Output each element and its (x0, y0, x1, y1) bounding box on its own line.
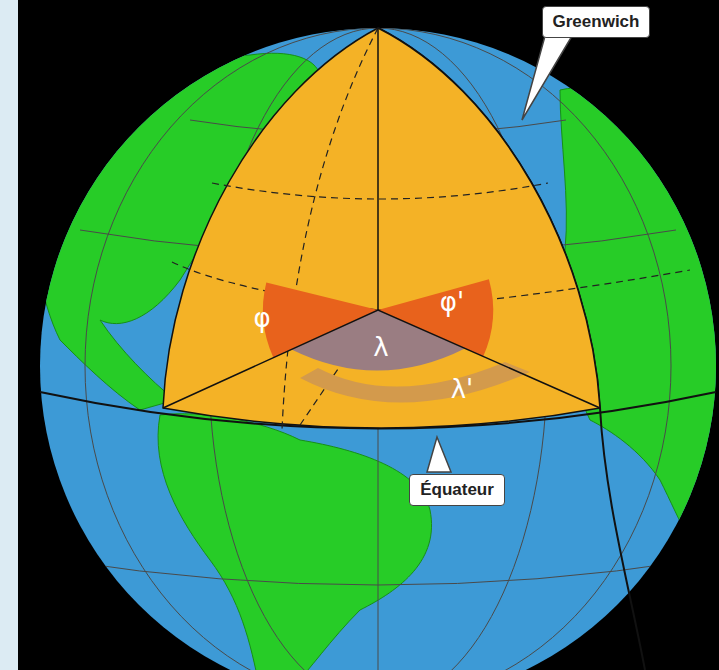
callout-text: Greenwich (553, 12, 640, 32)
latitude-symbol: φ (253, 305, 270, 331)
callout-text: Équateur (420, 480, 494, 500)
land (30, 28, 719, 670)
callout-tail (522, 36, 572, 120)
meridian-callout: Greenwich (542, 6, 651, 38)
callout-tail (427, 437, 451, 472)
cutaway-section (163, 28, 600, 428)
longitude-symbol: λ' (451, 376, 474, 402)
dashed-guides (172, 28, 690, 430)
equator-callout: Équateur (409, 474, 505, 506)
longitude-symbol: λ (373, 334, 388, 360)
longitude-band (300, 362, 530, 403)
south-america (158, 414, 432, 670)
longitude-sector (292, 310, 465, 370)
latitude-symbol: φ' (440, 289, 464, 315)
cutaway-edges (163, 28, 600, 408)
graticule (60, 28, 696, 670)
